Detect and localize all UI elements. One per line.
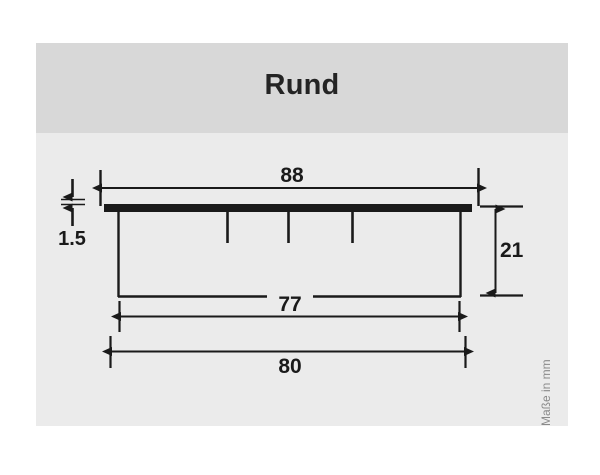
- part-internal-ticks: [226, 211, 354, 243]
- technical-drawing: 88 1.5 21 77: [58, 164, 534, 378]
- dim-88-label: 88: [280, 164, 304, 187]
- unit-note: Maße in mm: [538, 359, 600, 426]
- dimension-88: 88: [92, 164, 487, 206]
- part-top-flange: [104, 204, 472, 212]
- panel-header-bar: [36, 43, 568, 133]
- dimension-80: 80: [102, 336, 474, 378]
- dim-88-label-bg: [268, 164, 316, 185]
- dim-21-label-bg: [498, 239, 534, 261]
- dimension-21: 21: [480, 204, 534, 298]
- dim-77-label-bg: [267, 293, 313, 314]
- dim-1-5-label: 1.5: [58, 228, 86, 250]
- dimension-77: 77: [111, 293, 468, 332]
- dim-77-label: 77: [278, 293, 301, 316]
- dimension-1-5: 1.5: [58, 179, 86, 250]
- dim-80-label: 80: [278, 355, 301, 378]
- page-title: Rund: [264, 69, 340, 101]
- dim-21-label: 21: [500, 239, 524, 262]
